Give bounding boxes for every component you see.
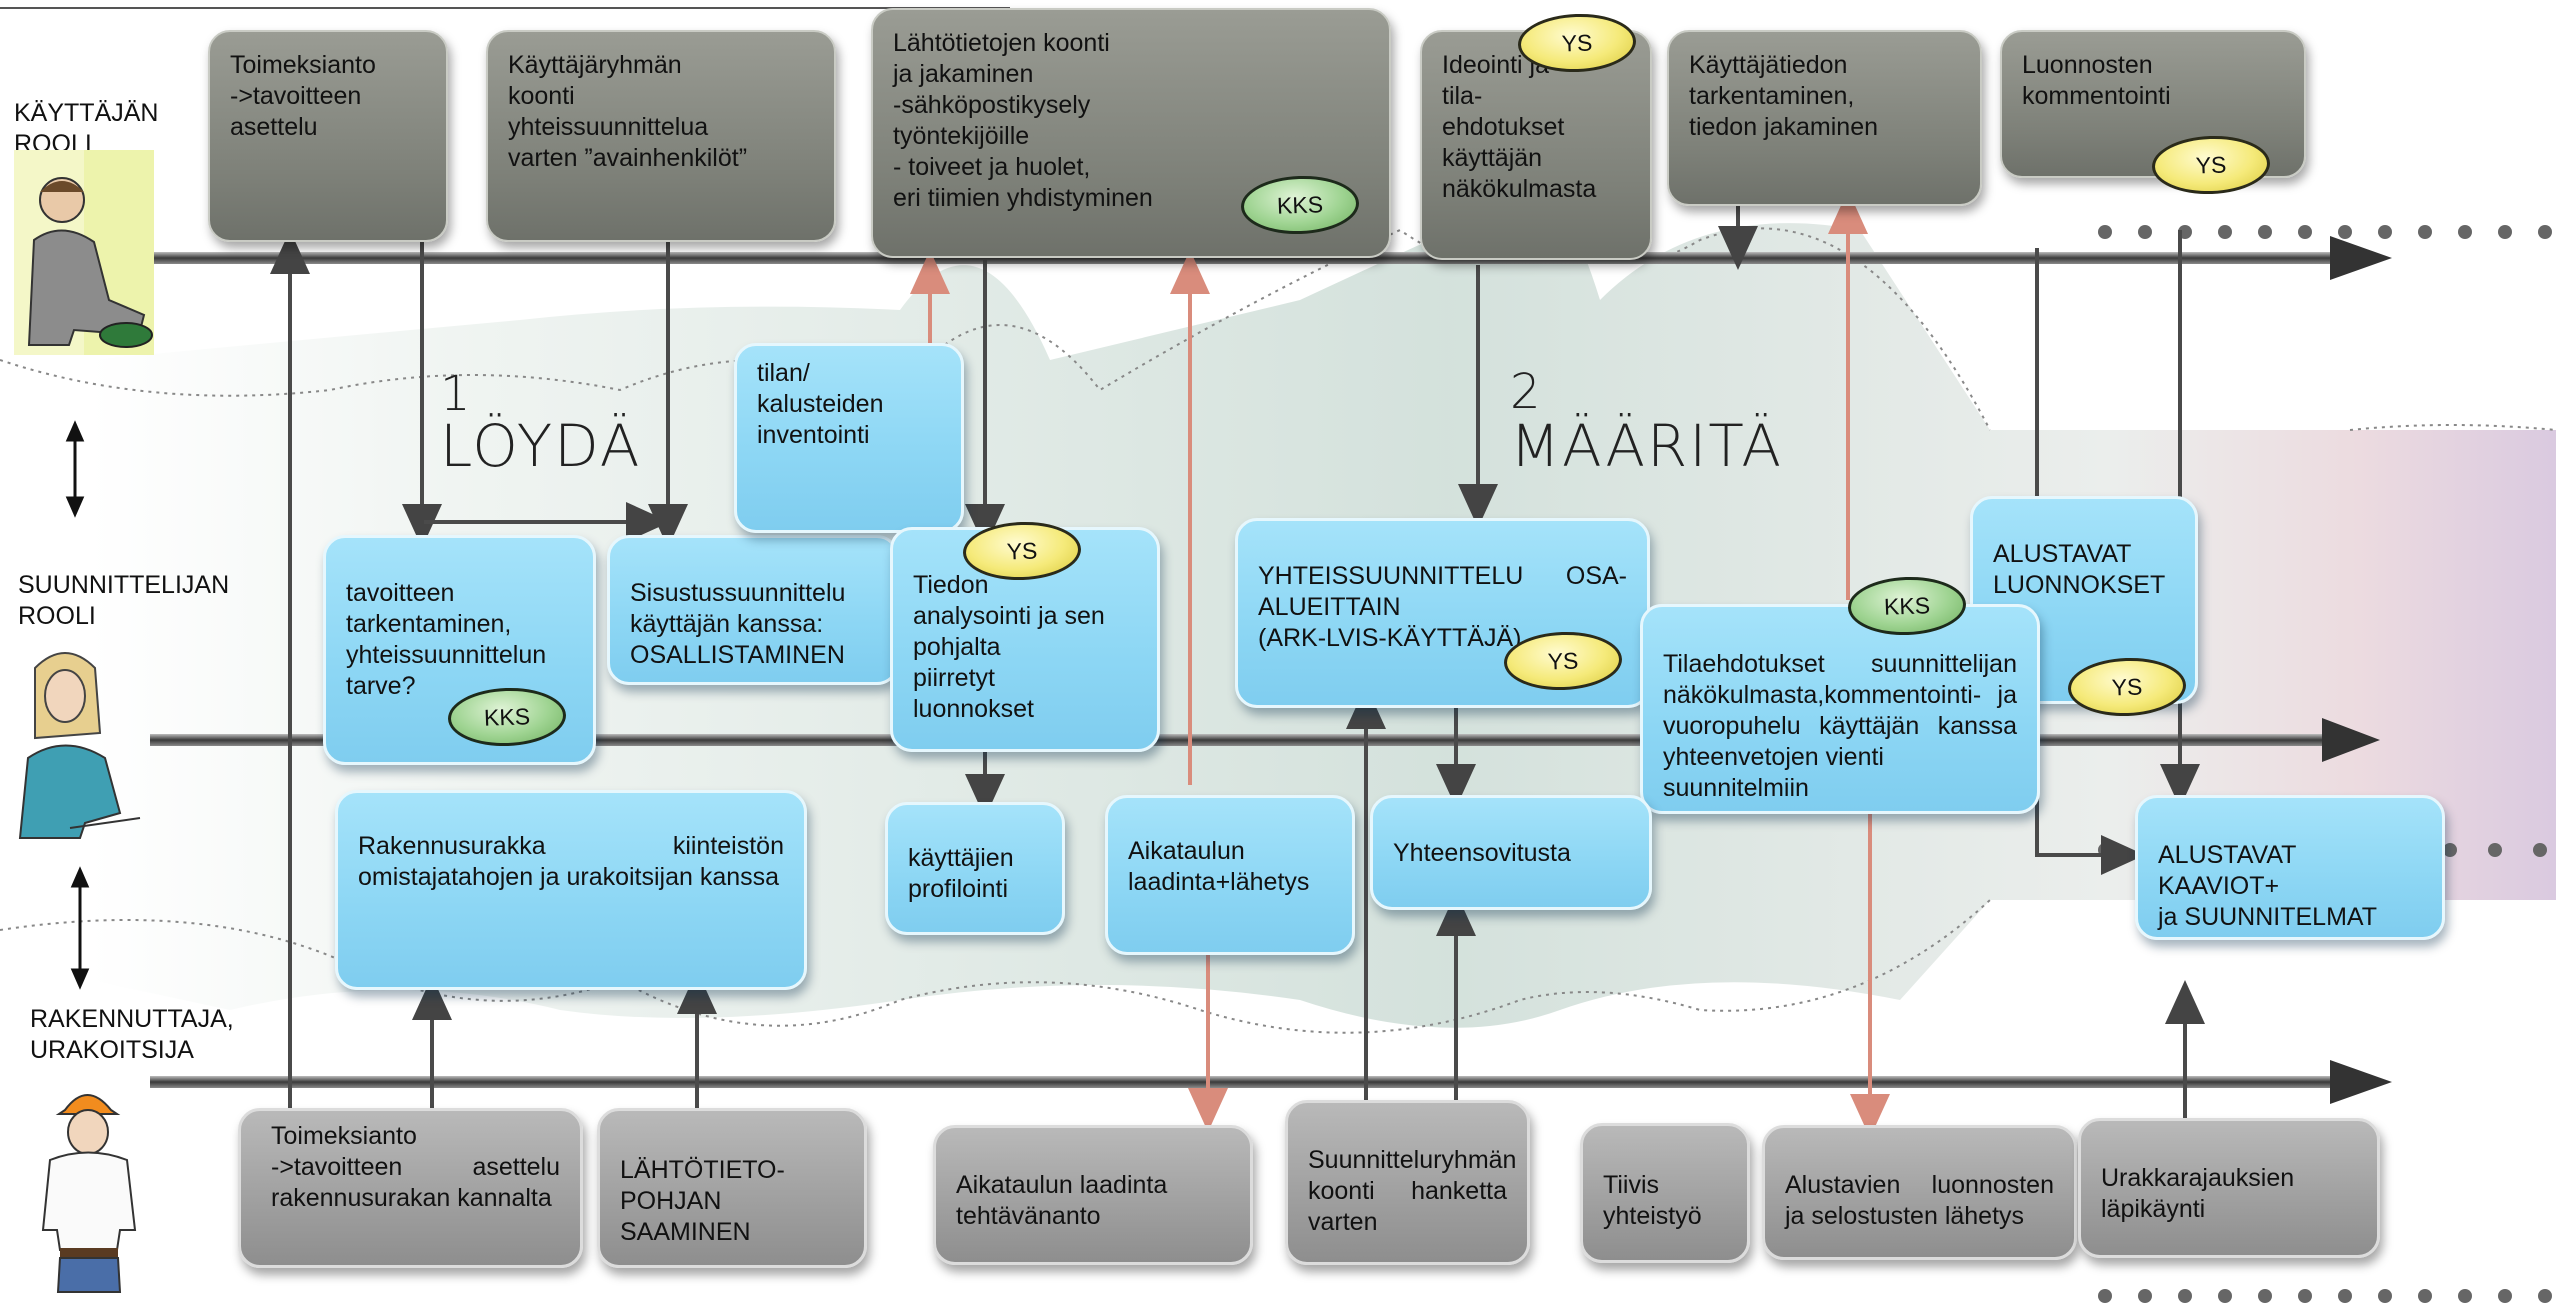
user-task-lahtotiedot: Lähtötietojen koonti ja jakaminen -sähkö… <box>871 8 1391 258</box>
user-task-kayttajatieto: Käyttäjätiedon tarkentaminen, tiedon jak… <box>1667 30 1982 206</box>
designer-task-sisustussuunnittelu: Sisustussuunnittelu käyttäjän kanssa: OS… <box>607 535 899 685</box>
designer-task-tilaehdotukset: Tilaehdotukset suunnittelijan näkökulmas… <box>1640 604 2040 814</box>
builder-task-aikataulun-laadinta: Aikataulun laadinta tehtävänanto <box>933 1125 1253 1265</box>
builder-task-tiivis-yhteistyo: Tiivis yhteistyö <box>1580 1123 1750 1263</box>
builder-task-lahtotietopohja: LÄHTÖTIETO- POHJAN SAAMINEN <box>597 1108 867 1268</box>
designer-task-inventointi: tilan/ kalusteiden inventointi <box>734 343 964 533</box>
designer-task-tiedon-analysointi: Tiedon analysointi ja sen pohjalta piirr… <box>890 527 1160 752</box>
user-task-luonnosten-kommentointi: Luonnosten kommentointi <box>2000 30 2306 178</box>
user-task-ideointi: Ideointi ja tila- ehdotukset käyttäjän n… <box>1420 30 1652 260</box>
builder-person-illustration <box>41 1094 137 1293</box>
builder-task-luonnosten-lahetys: Alustavien luonnosten ja selostusten läh… <box>1762 1125 2077 1260</box>
builder-task-suunnitteluryhma: Suunnitteluryhmän koonti hanketta varten <box>1285 1100 1530 1265</box>
builder-task-toimeksianto: Toimeksianto ->tavoitteen asettelu raken… <box>238 1108 583 1268</box>
dots-bottom <box>2098 1289 2552 1303</box>
right-band-outline <box>2349 424 2556 431</box>
role-label-designer: SUUNNITTELIJAN ROOLI <box>18 571 230 630</box>
role-arrow-2 <box>70 866 90 990</box>
phase-bottom-outline <box>0 899 1991 1034</box>
timeline-builder <box>150 1076 2340 1088</box>
designer-person-illustration <box>18 652 141 839</box>
designer-task-yhteensovitusta: Yhteensovitusta <box>1370 795 1652 910</box>
dots-user <box>2098 225 2552 239</box>
role-arrow-1 <box>65 420 85 518</box>
user-person-illustration <box>14 150 154 355</box>
user-task-toimeksianto: Toimeksianto ->tavoitteen asettelu <box>208 30 448 242</box>
designer-task-alustavat-kaaviot: ALUSTAVAT KAAVIOT+ ja SUUNNITELMAT <box>2135 795 2445 940</box>
designer-task-profilointi: käyttäjien profilointi <box>885 802 1065 935</box>
phase1-label: LÖYDÄ <box>440 412 642 480</box>
designer-task-rakennusurakka: Rakennusurakka kiinteistön omistajatahoj… <box>335 790 807 990</box>
builder-task-urakkarajaukset: Urakkarajauksien läpikäynti <box>2078 1118 2380 1258</box>
phase2-label: MÄÄRITÄ <box>1510 412 1784 480</box>
phase2-number: 2 <box>1510 364 1543 420</box>
timeline-user <box>90 252 2340 264</box>
user-task-kayttajaryhma: Käyttäjäryhmän koonti yhteissuunnittelua… <box>486 30 836 242</box>
phase1-number: 1 <box>440 366 473 422</box>
role-label-builder: RAKENNUTTAJA, URAKOITSIJA <box>30 1005 234 1064</box>
designer-task-aikataulu: Aikataulun laadinta+lähetys <box>1105 795 1355 955</box>
